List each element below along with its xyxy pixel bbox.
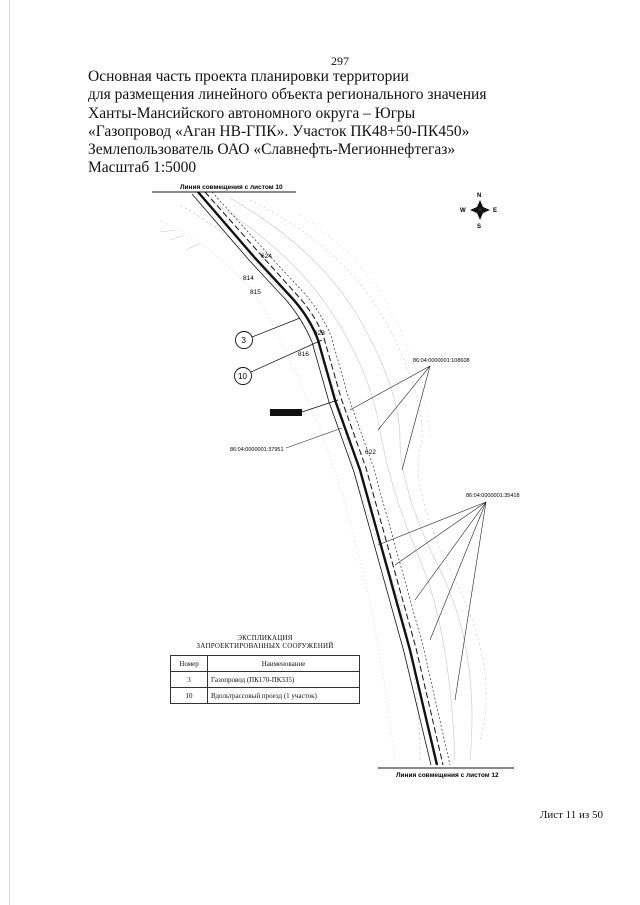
parcel-label: 86:04:0000001:37951 [230, 447, 284, 453]
picket-label: 816 [298, 351, 309, 358]
table-row: 3 Газопровод (ПК170-ПК335) [170, 671, 360, 688]
legend-col-name: Наименование [207, 655, 360, 672]
document-title: Основная часть проекта планировки террит… [88, 68, 568, 178]
picket-label: 624 [261, 253, 272, 260]
picket-labels: 624 814 815 623 816 622 [243, 253, 376, 456]
callout-number: 10 [238, 372, 247, 381]
legend-col-number: Номер [170, 655, 208, 672]
title-line: «Газопровод «Аган НВ-ГПК». Участок ПК48+… [88, 122, 470, 140]
legend-header-row: Номер Наименование [170, 655, 360, 672]
picket-label: 815 [250, 289, 261, 296]
legend-title: ЭКСПЛИКАЦИЯ [237, 634, 293, 642]
row-name: Вдольтрассовый проезд (1 участок) [207, 687, 360, 704]
match-line-bottom-label: Линия совмещения с листом 12 [396, 772, 499, 779]
page-number: 297 [331, 54, 349, 68]
parcel-35418: 86:04:0000001:35418 [377, 493, 520, 701]
compass-e: E [493, 208, 497, 214]
section-marker [270, 399, 339, 416]
explication-legend: ЭКСПЛИКАЦИЯ ЗАПРОЕКТИРОВАННЫХ СООРУЖЕНИЙ… [170, 634, 360, 704]
parcel-label: 86:04:0000001:108608 [413, 358, 470, 364]
parcel-37951: 86:04:0000001:37951 [230, 427, 343, 453]
title-line: Ханты-Мансийского автономного округа – Ю… [88, 104, 416, 122]
sheet-number: Лист 11 из 50 [539, 809, 603, 821]
match-line-top: Линия совмещения с листом 10 [152, 184, 296, 193]
picket-label: 622 [365, 449, 376, 456]
row-number: 3 [170, 671, 208, 688]
picket-label: 814 [243, 275, 254, 282]
picket-label: 623 [314, 330, 325, 337]
title-line: Основная часть проекта планировки террит… [88, 68, 409, 85]
callout-number: 3 [242, 336, 247, 345]
row-number: 10 [170, 687, 208, 704]
match-line-bottom: Линия совмещения с листом 12 [378, 767, 514, 779]
title-line: Землепользователь ОАО «Славнефть-Мегионн… [88, 141, 456, 159]
compass-s: S [477, 224, 481, 230]
table-row: 10 Вдольтрассовый проезд (1 участок) [170, 687, 360, 704]
title-line: для размещения линейного объекта региона… [88, 86, 487, 104]
row-name: Газопровод (ПК170-ПК335) [207, 671, 360, 688]
legend-table: Номер Наименование 3 Газопровод (ПК170-П… [170, 655, 360, 704]
callout-10: 10 [234, 339, 323, 385]
legend-subtitle: ЗАПРОЕКТИРОВАННЫХ СООРУЖЕНИЙ [196, 642, 334, 650]
compass-w: W [460, 208, 466, 214]
parcel-108608: 86:04:0000001:108608 [349, 358, 470, 471]
match-line-top-label: Линия совмещения с листом 10 [180, 184, 283, 191]
callout-3: 3 [235, 317, 301, 349]
compass-rose-icon: N S W E [460, 193, 497, 230]
compass-n: N [477, 193, 481, 199]
parcel-label: 86:04:0000001:35418 [466, 493, 520, 499]
title-line: Масштаб 1:5000 [88, 159, 197, 177]
page-edge-rule [9, 0, 10, 905]
pipeline-route [191, 191, 451, 766]
